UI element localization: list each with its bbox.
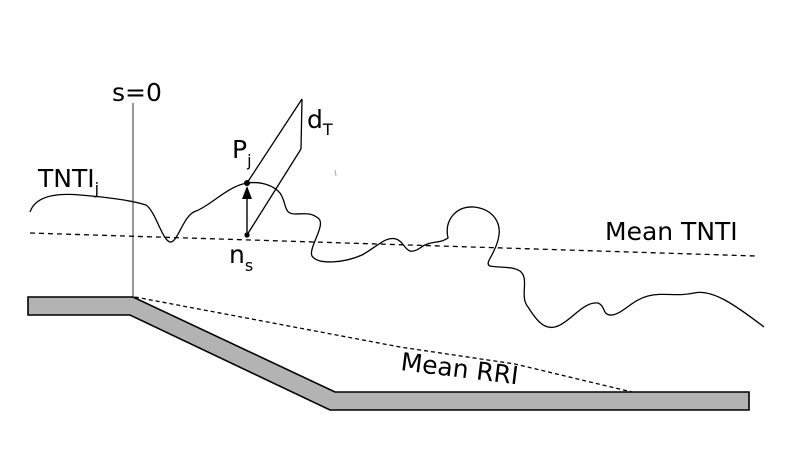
point-ns	[244, 232, 250, 238]
dt-label: dT	[307, 105, 333, 139]
ns-label-sub: s	[245, 256, 253, 275]
pj-label-base: P	[232, 135, 247, 164]
dt-span-line	[300, 98, 303, 150]
s-zero-label: s=0	[112, 78, 162, 107]
dt-label-sub: T	[322, 120, 333, 139]
tnti-label-sub: j	[94, 179, 99, 198]
mean-rri-line	[134, 296, 633, 393]
pj-label-sub: j	[246, 151, 251, 170]
dt-line-upper	[246, 98, 303, 184]
tnti-curve	[29, 181, 765, 329]
tnti-label: TNTIj	[37, 164, 99, 198]
bottom-wall	[27, 296, 750, 411]
speck-mark	[334, 169, 337, 177]
tnti-label-base: TNTI	[37, 164, 95, 193]
mean-tnti-line	[29, 232, 757, 257]
point-pj	[244, 180, 250, 186]
ns-label-base: n	[229, 240, 245, 269]
mean-tnti-label: Mean TNTI	[605, 217, 738, 246]
dt-line-lower	[246, 148, 302, 236]
mean-rri-label: Mean RRI	[399, 347, 520, 390]
pj-label: Pj	[232, 135, 252, 170]
dt-label-base: d	[307, 105, 323, 134]
ns-label: ns	[229, 240, 253, 275]
normal-arrow-head	[242, 186, 252, 199]
